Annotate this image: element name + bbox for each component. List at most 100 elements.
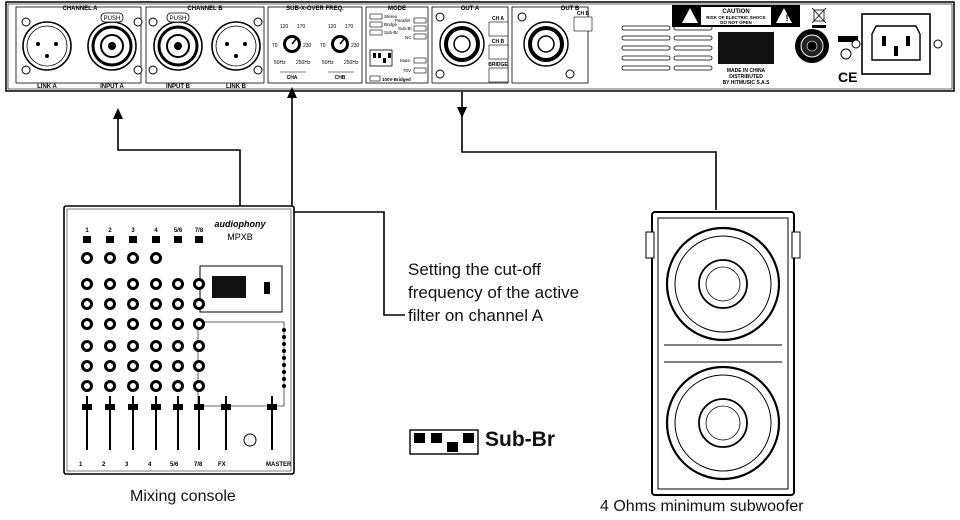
input-a-label: INPUT A (100, 84, 124, 90)
level-meter-led (282, 335, 286, 339)
freq-tick-120-b: 120 (328, 24, 337, 30)
fader-track (155, 396, 157, 450)
level-meter-led (282, 370, 286, 374)
speakon-out-b-connector[interactable] (517, 12, 575, 79)
channel-a-frame (15, 6, 142, 84)
subwoofer-cabinet (645, 211, 801, 496)
out-a-title: OUT A (461, 6, 480, 12)
fx-fader-track (225, 396, 227, 450)
arrow-up-icon (113, 108, 123, 119)
xover-knob-cha[interactable] (283, 35, 301, 53)
mode-sub-br: Sub-Br (384, 30, 399, 35)
channel-mute-button[interactable] (129, 236, 137, 243)
fader-cap[interactable] (194, 404, 204, 410)
out-a-bridge-pins (488, 67, 509, 83)
combo-input-b-connector[interactable] (148, 17, 203, 75)
mode-100v-bridged: 100V-Bridged (382, 77, 411, 82)
freq-tick-120-a: 120 (280, 24, 289, 30)
sub-br-switch-icon (409, 429, 479, 455)
level-meter-led (282, 349, 286, 353)
mode-parallel: Parallel (395, 18, 410, 23)
mode-dip-switch[interactable] (369, 13, 427, 82)
push-label-a: PUSH (104, 16, 121, 22)
level-meter-led (282, 342, 286, 346)
power-switch[interactable] (838, 36, 858, 60)
mixer-brand: audiophony (215, 219, 267, 229)
out-b-chb-pins (573, 16, 593, 32)
channel-mute-button[interactable] (174, 236, 182, 243)
out-b-title: OUT B (561, 6, 580, 12)
master-fader-track (271, 396, 273, 450)
fader-cap[interactable] (105, 404, 115, 410)
headphone-jack[interactable] (243, 433, 257, 447)
mode-sub-bl: Sub-Bl (398, 26, 412, 31)
arrow-up-icon (287, 87, 297, 98)
distributor-label: BY HITMUSIC S.A.S (723, 80, 771, 86)
mixer-ch-1: 1 (85, 228, 89, 234)
xlr-link-b-connector[interactable] (211, 17, 263, 75)
level-meter-led (282, 363, 286, 367)
channel-mute-button[interactable] (195, 236, 203, 243)
freq-tick-50-a: 50Hz (274, 60, 286, 66)
out-b-chb-label: CH B (577, 11, 590, 17)
mixer-bottom-1: 1 (79, 462, 83, 468)
out-a-chb-pins (488, 44, 509, 60)
master-fader-cap[interactable] (267, 404, 277, 410)
speakon-out-a-connector[interactable] (435, 12, 485, 79)
push-label-b: PUSH (170, 16, 187, 22)
woofer-lower (665, 365, 781, 481)
out-a-bridge-label: BRIDGE (488, 62, 508, 68)
mode-stereo: Stereo (384, 14, 398, 19)
channel-mute-button[interactable] (83, 236, 91, 243)
caution-line-1: RISK OF ELECTRIC SHOCK (706, 15, 766, 20)
push-latch-a[interactable] (100, 12, 124, 23)
iec-power-socket[interactable] (851, 13, 943, 75)
fuse-holder[interactable] (795, 29, 829, 63)
chb-label: CHB (335, 75, 346, 81)
level-meter-led (282, 356, 286, 360)
out-b-frame (511, 6, 589, 84)
freq-tick-250-b: 250Hz (344, 60, 359, 66)
channel-b-title: CHANNEL B (187, 6, 223, 12)
out-a-chb-label: CH B (492, 39, 505, 45)
xlr-link-a-connector[interactable] (21, 17, 72, 75)
freq-tick-170-a: 170 (297, 24, 306, 30)
xover-annotation-text: Setting the cut-off frequency of the act… (408, 260, 580, 325)
mixer-ch-3: 3 (131, 228, 135, 234)
caution-label: ! (672, 5, 800, 27)
caution-line-2: DO NOT OPEN (720, 20, 752, 25)
fx-fader-cap[interactable] (221, 404, 231, 410)
mode-mute: Mute (400, 58, 411, 63)
mixer-bottom-fx: FX (218, 462, 226, 468)
freq-tick-230-a: 230 (303, 43, 312, 49)
fader-cap[interactable] (82, 404, 92, 410)
mixer-bottom-2: 2 (102, 462, 106, 468)
cable-out-a-to-subwoofer (457, 92, 717, 210)
channel-mute-button[interactable] (106, 236, 114, 243)
channel-mute-button[interactable] (152, 236, 160, 243)
woofer-upper (665, 226, 781, 342)
caution-title: CAUTION (722, 9, 749, 15)
push-latch-b[interactable] (166, 12, 190, 23)
leader-xover-to-note (287, 87, 405, 316)
mixer-bottom-master: MASTER (266, 462, 292, 468)
fader-cap[interactable] (128, 404, 138, 410)
mode-frame (365, 6, 429, 84)
freq-tick-70-a: 70 (272, 43, 278, 49)
mixing-console: audiophony MPXB (63, 205, 295, 475)
mode-bridge: Bridge (384, 22, 398, 27)
weee-bin-icon (811, 7, 827, 28)
xover-knob-chb[interactable] (331, 35, 349, 53)
fader-track (177, 396, 179, 450)
mixer-ch-2: 2 (108, 228, 112, 234)
fader-cap[interactable] (173, 404, 183, 410)
fader-cap[interactable] (151, 404, 161, 410)
fader-track (132, 396, 134, 450)
link-b-label: LINK B (226, 84, 247, 90)
cha-label: CHA (287, 75, 298, 81)
mixer-bottom-labels: 1 2 3 4 5/6 7/8 FX MASTER (79, 462, 292, 468)
freq-tick-250-a: 250Hz (296, 60, 311, 66)
mixer-model: MPXB (227, 232, 253, 242)
xover-frame (267, 6, 363, 84)
